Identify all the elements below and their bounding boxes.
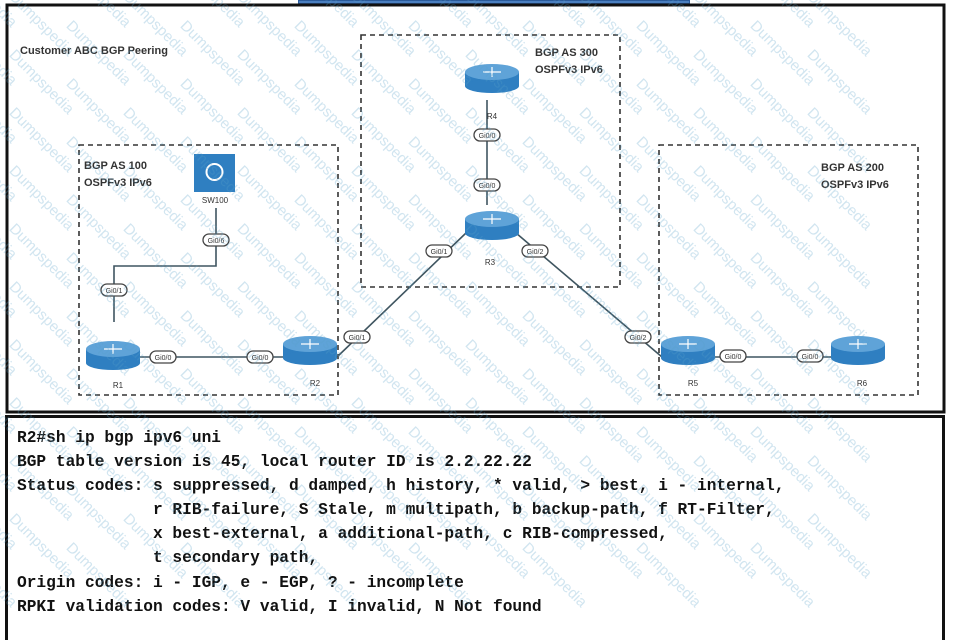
switch-icon xyxy=(205,163,224,181)
router-label: R1 xyxy=(113,381,124,390)
router-r5[interactable]: R5 xyxy=(661,336,715,388)
network-diagram: Customer ABC BGP Peering BGP AS 100 OSPF… xyxy=(5,3,946,414)
cli-line: x best-external, a additional-path, c RI… xyxy=(17,525,668,544)
cli-line: RPKI validation codes: V valid, I invali… xyxy=(17,597,542,616)
cli-line: Status codes: s suppressed, d damped, h … xyxy=(17,477,785,496)
svg-text:Gi0/1: Gi0/1 xyxy=(349,335,366,342)
interface-label: Gi0/1 xyxy=(425,244,453,258)
as300-box xyxy=(360,34,621,288)
svg-text:Gi0/1: Gi0/1 xyxy=(431,249,448,256)
svg-text:Gi0/0: Gi0/0 xyxy=(479,133,496,140)
as300-igp: OSPFv3 IPv6 xyxy=(535,64,603,76)
as200-igp: OSPFv3 IPv6 xyxy=(821,179,889,191)
router-r3[interactable]: R3 xyxy=(465,211,519,267)
cli-line: R2#sh ip bgp ipv6 uni xyxy=(17,429,221,447)
interface-label: Gi0/2 xyxy=(624,330,652,344)
diagram-title: Customer ABC BGP Peering xyxy=(20,45,168,57)
router-icon xyxy=(301,339,319,349)
svg-text:Gi0/0: Gi0/0 xyxy=(252,355,269,362)
router-r1[interactable]: R1 xyxy=(86,341,140,390)
router-icon xyxy=(483,67,501,77)
svg-text:Gi0/1: Gi0/1 xyxy=(106,288,123,295)
router-label: R2 xyxy=(310,379,321,388)
interface-label: Gi0/1 xyxy=(343,330,371,344)
svg-text:Gi0/0: Gi0/0 xyxy=(802,354,819,361)
svg-text:Gi0/6: Gi0/6 xyxy=(208,238,225,245)
interface-label: Gi0/0 xyxy=(719,349,747,363)
interface-label: Gi0/0 xyxy=(149,350,177,364)
as100-box xyxy=(78,144,339,396)
svg-text:Gi0/2: Gi0/2 xyxy=(527,249,544,256)
as100-label: BGP AS 100 xyxy=(84,160,147,172)
cli-line: Origin codes: i - IGP, e - EGP, ? - inco… xyxy=(17,573,464,592)
interface-label: Gi0/6 xyxy=(202,233,230,247)
interface-label: Gi0/0 xyxy=(473,128,501,142)
interface-label: Gi0/0 xyxy=(796,349,824,363)
svg-text:Gi0/0: Gi0/0 xyxy=(479,183,496,190)
switch-sw100[interactable]: SW100 xyxy=(194,154,235,205)
router-r2[interactable]: R2 xyxy=(283,336,337,388)
router-label: R4 xyxy=(487,112,498,121)
router-label: R5 xyxy=(688,379,699,388)
cli-line: r RIB-failure, S Stale, m multipath, b b… xyxy=(17,501,775,520)
svg-text:Gi0/0: Gi0/0 xyxy=(155,355,172,362)
router-icon xyxy=(679,339,697,349)
router-r6[interactable]: R6 xyxy=(831,336,885,388)
as300-label: BGP AS 300 xyxy=(535,47,598,59)
cli-line: t secondary path, xyxy=(17,549,319,568)
interface-label: Gi0/1 xyxy=(100,283,128,297)
router-label: R6 xyxy=(857,379,868,388)
switch-label: SW100 xyxy=(202,196,229,205)
interface-label: Gi0/0 xyxy=(473,178,501,192)
as100-igp: OSPFv3 IPv6 xyxy=(84,177,152,189)
link-sw100-r1 xyxy=(113,208,217,322)
as200-label: BGP AS 200 xyxy=(821,162,884,174)
interface-label: Gi0/0 xyxy=(246,350,274,364)
router-label: R3 xyxy=(485,258,496,267)
cli-line: BGP table version is 45, local router ID… xyxy=(17,453,532,472)
router-icon xyxy=(483,214,501,224)
diagram-frame xyxy=(5,3,946,414)
interface-label: Gi0/2 xyxy=(521,244,549,258)
svg-text:Gi0/0: Gi0/0 xyxy=(725,354,742,361)
router-r4[interactable]: R4 xyxy=(465,64,519,121)
router-icon xyxy=(104,344,122,354)
router-icon xyxy=(849,339,867,349)
svg-text:Gi0/2: Gi0/2 xyxy=(630,335,647,342)
as200-box xyxy=(658,144,919,396)
